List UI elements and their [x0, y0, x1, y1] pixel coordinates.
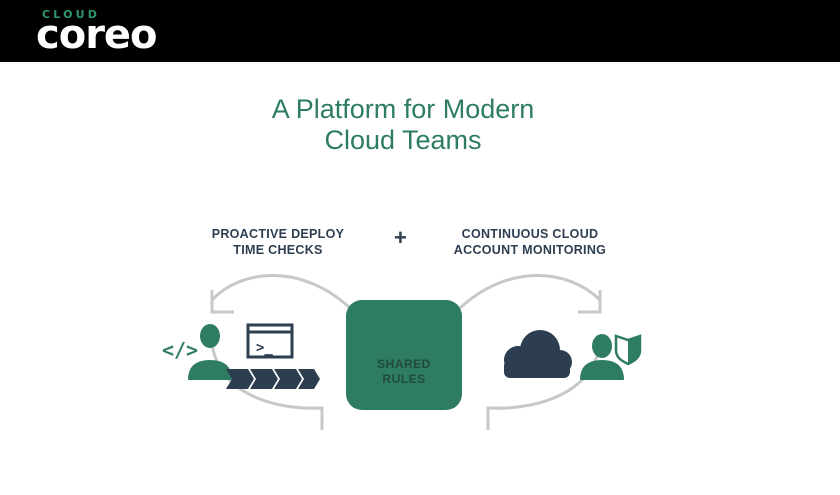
headline-line-1: A Platform for Modern — [271, 94, 535, 124]
cloud-icon — [504, 330, 572, 378]
monitoring-label: CONTINUOUS CLOUD ACCOUNT MONITORING — [436, 226, 624, 258]
logo-cloud-text: CLOUD — [42, 8, 101, 21]
monitoring-label-line-1: CONTINUOUS CLOUD — [461, 227, 599, 241]
monitoring-label-line-2: ACCOUNT MONITORING — [453, 243, 607, 257]
page-headline: A Platform for Modern Cloud Teams — [0, 94, 806, 156]
shared-rules-line-2: RULES — [382, 372, 426, 386]
operator-icon — [580, 334, 624, 380]
terminal-icon: >_ — [246, 323, 294, 359]
headline-line-2: Cloud Teams — [324, 125, 482, 155]
deploy-checks-label-line-1: PROACTIVE DEPLOY — [211, 227, 345, 241]
code-icon: </> — [162, 338, 198, 362]
top-navigation-bar: CLOUD coreo — [0, 0, 840, 62]
plus-sign: + — [394, 225, 407, 250]
terminal-prompt: >_ — [256, 340, 273, 356]
deploy-checks-label: PROACTIVE DEPLOY TIME CHECKS — [196, 226, 360, 258]
pipeline-icon — [226, 369, 320, 389]
deploy-checks-label-line-2: TIME CHECKS — [233, 243, 323, 257]
shared-rules-line-1: SHARED — [377, 357, 431, 371]
developer-icon — [188, 324, 232, 380]
shared-rules-box — [346, 300, 462, 410]
shared-rules-label: SHARED RULES — [346, 357, 462, 387]
shield-icon — [614, 334, 642, 366]
coreo-logo[interactable]: coreo — [36, 12, 158, 58]
